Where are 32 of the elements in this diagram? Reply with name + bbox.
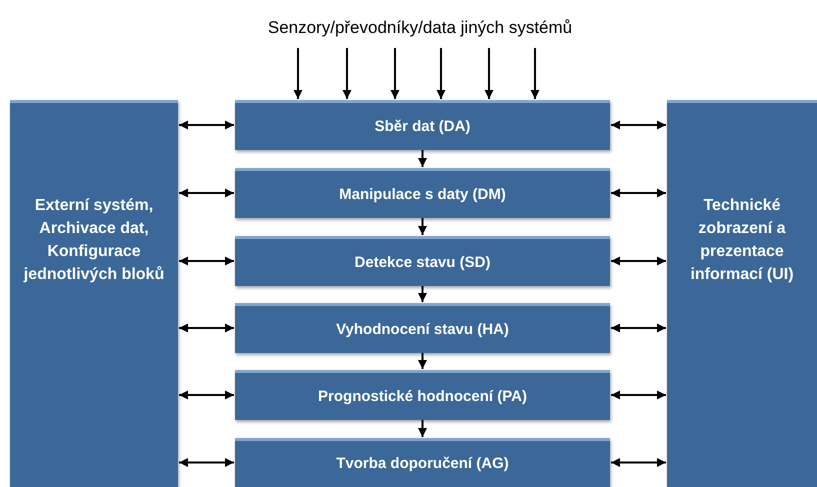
arrow (418, 218, 427, 235)
arrow (418, 150, 427, 167)
arrow (611, 256, 666, 266)
block-box: Vyhodnocení stavu (HA) (235, 303, 610, 353)
block-box: Technické zobrazení a prezentace informací (UI) (667, 100, 817, 487)
arrow (436, 48, 446, 99)
arrow (611, 120, 666, 130)
arrow (611, 390, 666, 400)
arrow (342, 48, 352, 99)
block-box: Sběr dat (DA) (235, 100, 610, 150)
heading-text: Senzory/převodníky/data jiných systémů (268, 18, 572, 38)
arrow (418, 353, 427, 369)
arrow (611, 458, 666, 467)
arrow (179, 458, 234, 467)
arrow (179, 120, 234, 130)
arrow (179, 188, 234, 198)
block-box: Externí systém, Archivace dat, Konfigurace jednotlivých bloků (10, 100, 178, 487)
arrow (390, 48, 400, 99)
arrow (611, 324, 666, 332)
block-box: Manipulace s daty (DM) (235, 168, 610, 218)
block-box: Prognostické hodnocení (PA) (235, 370, 610, 420)
arrow (611, 188, 666, 198)
arrow (484, 48, 494, 99)
arrow (179, 390, 234, 400)
arrow (294, 48, 302, 99)
block-box: Detekce stavu (SD) (235, 236, 610, 286)
block-box: Tvorba doporučení (AG) (235, 438, 610, 487)
arrow (179, 324, 234, 332)
arrow (179, 256, 234, 266)
arrow (418, 286, 427, 302)
arrow (530, 48, 540, 99)
arrow (418, 420, 427, 437)
